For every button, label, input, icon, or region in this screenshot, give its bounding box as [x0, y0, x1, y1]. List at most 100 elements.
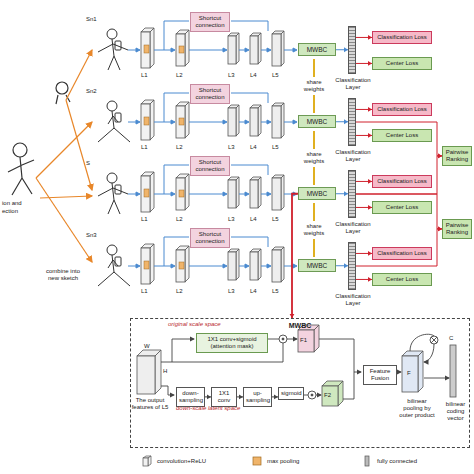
stroke [313, 203, 315, 221]
label: F [407, 370, 415, 377]
label: L5 [272, 144, 286, 151]
stroke [148, 456, 151, 466]
layer-block [141, 172, 154, 212]
stroke [313, 95, 315, 113]
label: L5 [272, 72, 286, 79]
pool-mark [179, 262, 184, 269]
layer-block [176, 246, 189, 282]
node-text: Classification Loss [375, 34, 429, 41]
label: L3 [228, 144, 242, 151]
mwbc-box: MWBC [298, 259, 336, 272]
label: S [86, 160, 102, 167]
connector [336, 119, 348, 124]
label: L1 [141, 144, 155, 151]
stroke [107, 29, 117, 39]
stroke [185, 102, 189, 138]
stroke [98, 183, 128, 214]
label: L4 [250, 216, 264, 223]
connector [356, 133, 372, 138]
stroke [164, 93, 189, 122]
connector [356, 205, 372, 210]
connector [290, 194, 298, 318]
stroke [150, 244, 154, 284]
layer-block [176, 30, 189, 66]
label: L3 [228, 216, 242, 223]
mwbc-box: MWBC [298, 187, 336, 200]
label: L4 [250, 72, 264, 79]
combine-arrows [36, 50, 92, 262]
stroke [267, 120, 271, 124]
label: L5 [272, 288, 286, 295]
layer-block [250, 177, 261, 208]
stroke [185, 174, 189, 210]
stroke [171, 48, 175, 52]
stroke [272, 106, 281, 138]
node-text: Feature Fusion [366, 368, 394, 382]
layer-block [250, 33, 261, 64]
process-box: up-sampling [243, 387, 272, 407]
node-text: Classification Loss [375, 178, 429, 185]
stroke [154, 122, 172, 123]
label: L2 [176, 72, 190, 79]
node-text: Shortcut connection [193, 159, 227, 173]
node-text: MWBC [301, 118, 333, 125]
stroke [141, 248, 150, 284]
stroke [258, 177, 261, 208]
stroke [228, 180, 236, 208]
stroke [293, 264, 297, 268]
label: Sn1 [86, 16, 102, 23]
sketch-figure [98, 101, 130, 142]
process-box: 1X1 conv+sigmoid (attention mask) [196, 333, 268, 353]
stroke [250, 108, 258, 136]
layer-block [250, 249, 261, 280]
stroke [164, 165, 189, 194]
loss-box: Classification Loss [372, 103, 432, 116]
stroke [245, 264, 249, 268]
mwbc-box: MWBC [298, 115, 336, 128]
stroke [176, 106, 185, 138]
stroke [223, 120, 227, 124]
process-box: down-sampling [176, 387, 205, 407]
stroke [313, 131, 315, 149]
classification-layer: Classification Layer [348, 170, 356, 218]
node-text: Center Loss [375, 60, 429, 67]
stroke [189, 122, 224, 123]
node-text: MWBC [301, 190, 333, 197]
legend-sample [140, 455, 154, 467]
loss-box: Classification Loss [372, 175, 432, 188]
connector [336, 47, 348, 52]
node-text: Pairwise Ranking [445, 149, 469, 163]
stroke [228, 252, 236, 280]
stroke [143, 458, 148, 466]
stroke [223, 48, 227, 52]
stroke [258, 33, 261, 64]
stroke [231, 93, 268, 103]
connector [336, 263, 348, 268]
legend-item: convolution+ReLU [140, 455, 206, 467]
stroke [176, 250, 185, 282]
stroke [223, 192, 227, 196]
stroke [154, 194, 172, 195]
node-text: Classification Layer [332, 77, 374, 91]
stroke [164, 21, 189, 50]
mwbc-box: MWBC [298, 43, 336, 56]
label: L3 [228, 72, 242, 79]
node-text: Center Loss [375, 204, 429, 211]
node-text: Shortcut connection [193, 15, 227, 29]
layer-block [141, 28, 154, 68]
legend-sample [360, 455, 374, 467]
connector [356, 277, 372, 282]
label: L3 [228, 288, 242, 295]
layer-block [250, 105, 261, 136]
stroke [281, 103, 284, 138]
label: L2 [176, 144, 190, 151]
legend-item: fully connected [360, 455, 417, 467]
ranking-box: Pairwise Ranking [442, 219, 472, 239]
stroke [115, 41, 121, 50]
stroke [141, 176, 150, 212]
stroke [171, 192, 175, 196]
stroke [267, 264, 271, 268]
process-box: 1X1 conv [211, 387, 237, 407]
stroke [107, 245, 117, 255]
